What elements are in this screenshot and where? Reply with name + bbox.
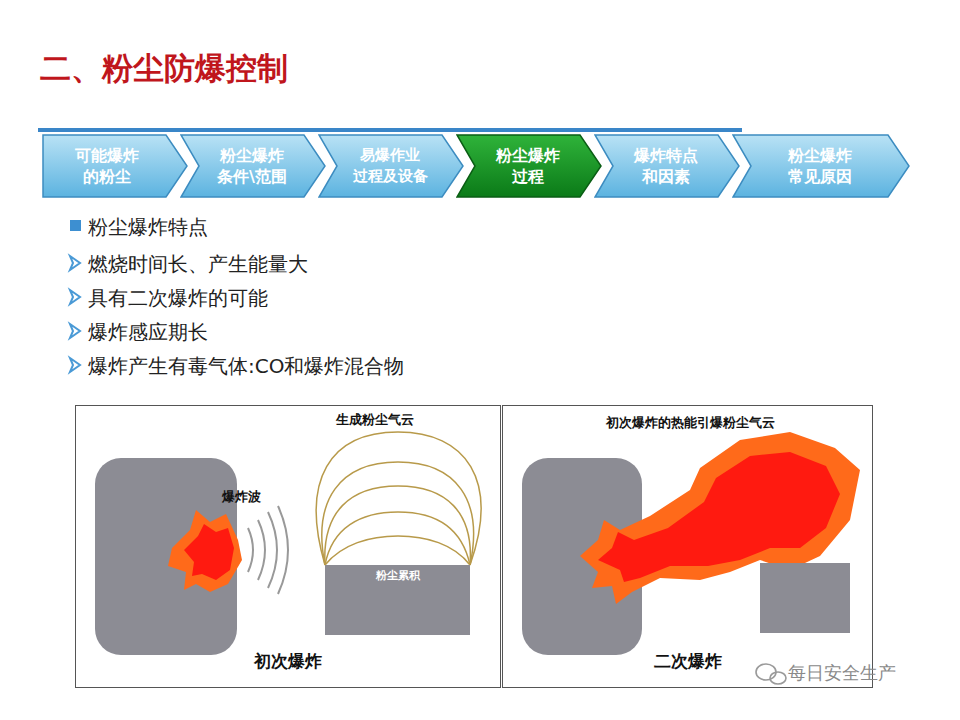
- bullet-arrows: [70, 256, 80, 372]
- step-label: 爆炸特点 和因素: [627, 145, 705, 187]
- chevron-shape: [318, 134, 464, 198]
- bullet-heading: 粉尘爆炸特点: [88, 214, 208, 241]
- process-chevron: 粉尘爆炸 常见原因: [732, 134, 910, 198]
- watermark: 每日安全生产: [788, 661, 896, 685]
- dust-box: [760, 563, 850, 633]
- flame-inner: [598, 452, 840, 582]
- chevron-shape: [456, 134, 602, 198]
- ignite-label: 初次爆炸的热能引爆粉尘气云: [606, 414, 775, 432]
- watermark-icon: [756, 664, 786, 684]
- dust-cloud: [316, 432, 481, 565]
- dust-pile-box: 粉尘累积: [325, 565, 470, 635]
- slide-title: 二、粉尘防爆控制: [40, 48, 288, 90]
- chevron-outline: [457, 135, 601, 197]
- step-label: 粉尘爆炸 过程: [489, 145, 567, 187]
- step-label: 可能爆炸 的粉尘: [68, 145, 146, 187]
- step-label: 粉尘爆炸 常见原因: [781, 145, 859, 187]
- bullet-item: 爆炸产生有毒气体:CO和爆炸混合物: [88, 353, 404, 380]
- flame-outer: [168, 510, 242, 592]
- step-label: 粉尘爆炸 条件\范围: [213, 145, 291, 187]
- process-chevron: 易爆作业 过程及设备: [318, 134, 464, 198]
- chevron-shape: [732, 134, 910, 198]
- wave-label: 爆炸波: [222, 488, 261, 506]
- cloud-label: 生成粉尘气云: [336, 411, 414, 429]
- chevron-outline: [181, 135, 325, 197]
- vessel: [95, 458, 237, 655]
- scene-panel: 初次爆炸 粉尘累积: [75, 405, 501, 688]
- blast-waves: [248, 506, 288, 594]
- chevron-outline: [733, 135, 909, 197]
- flame-inner: [184, 524, 234, 580]
- process-chevron: 可能爆炸 的粉尘: [42, 134, 188, 198]
- chevron-shape: [180, 134, 326, 198]
- panel-caption: 初次爆炸: [76, 650, 500, 673]
- chevron-shape: [42, 134, 188, 198]
- box-label: 粉尘累积: [325, 568, 470, 583]
- process-chevron: 爆炸特点 和因素: [594, 134, 740, 198]
- step-label: 易爆作业 过程及设备: [351, 145, 429, 187]
- bullet-item: 爆炸感应期长: [88, 319, 208, 346]
- process-chevron: 粉尘爆炸 过程: [456, 134, 602, 198]
- chevron-outline: [319, 135, 463, 197]
- chevron-outline: [595, 135, 739, 197]
- bullet-item: 具有二次爆炸的可能: [88, 285, 268, 312]
- bullet-item: 燃烧时间长、产生能量大: [88, 251, 308, 278]
- chevron-outline: [43, 135, 187, 197]
- process-chevron: 粉尘爆炸 条件\范围: [180, 134, 326, 198]
- bullet-square: [70, 220, 81, 231]
- rule-line: [38, 128, 742, 132]
- scene-panel: 二次爆炸: [502, 405, 873, 688]
- chevron-shape: [594, 134, 740, 198]
